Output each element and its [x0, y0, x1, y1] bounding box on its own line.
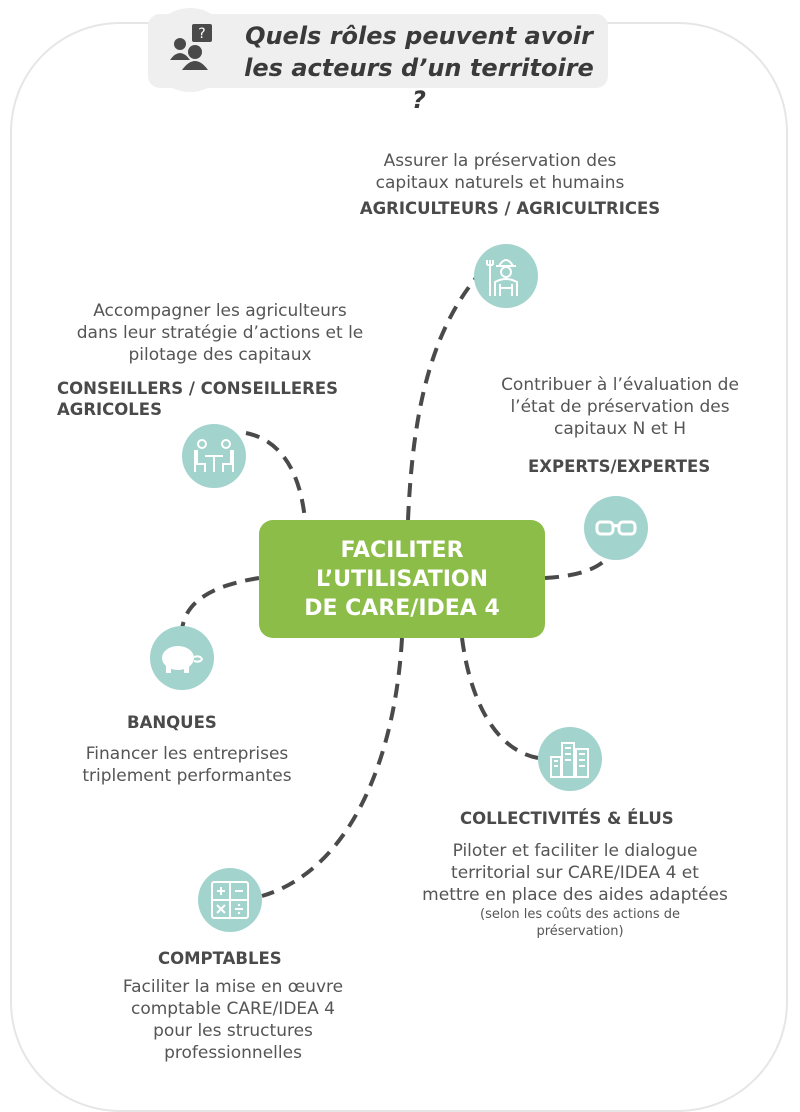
meeting-table-icon [182, 424, 246, 488]
center-line-3: DE CARE/IDEA 4 [304, 595, 500, 621]
connector-conseillers [245, 431, 307, 521]
agriculteurs-title: AGRICULTEURS / AGRICULTRICES [359, 199, 661, 218]
banques-description: Financer les entreprises triplement perf… [82, 744, 292, 786]
comptables-description: Faciliter la mise en œuvre comptable CAR… [122, 977, 344, 1063]
glasses-icon [584, 496, 648, 560]
buildings-icon [538, 727, 602, 791]
banques-title: BANQUES [127, 713, 217, 732]
experts-title: EXPERTS/EXPERTES [528, 457, 711, 476]
collectivites-note: (selon les coûts des actions de préserva… [480, 907, 680, 939]
conseillers-title: CONSEILLERS / CONSEILLERES AGRICOLES [57, 379, 339, 419]
collectivites-title: COLLECTIVITÉS & ÉLUS [460, 809, 674, 828]
center-goal-box: FACILITER L’UTILISATION DE CARE/IDEA 4 [259, 520, 545, 638]
connector-banques [180, 576, 260, 631]
question-title: Quels rôles peuvent avoir les acteurs d’… [236, 20, 602, 116]
agriculteurs-description: Assurer la préservation des capitaux nat… [375, 151, 625, 193]
center-line-2: L’UTILISATION [315, 566, 489, 592]
calculator-icon [198, 868, 262, 932]
experts-description: Contribuer à l’évaluation de l’état de p… [501, 375, 739, 439]
center-line-1: FACILITER [340, 537, 464, 563]
question-line-2: les acteurs d’un territoire ? [244, 54, 594, 114]
farmer-icon [474, 244, 538, 308]
conseillers-description: Accompagner les agriculteurs dans leur s… [76, 301, 364, 365]
connector-comptables [261, 637, 404, 898]
svg-text:?: ? [198, 26, 205, 42]
connector-collectivites [460, 637, 539, 760]
question-line-1: Quels rôles peuvent avoir [245, 22, 593, 50]
piggy-bank-icon [150, 626, 214, 690]
connector-agriculteurs [406, 276, 478, 521]
collectivites-description: Piloter et faciliter le dialogue territo… [422, 841, 728, 905]
people-question-icon: ? [170, 24, 212, 70]
comptables-title: COMPTABLES [158, 949, 282, 968]
